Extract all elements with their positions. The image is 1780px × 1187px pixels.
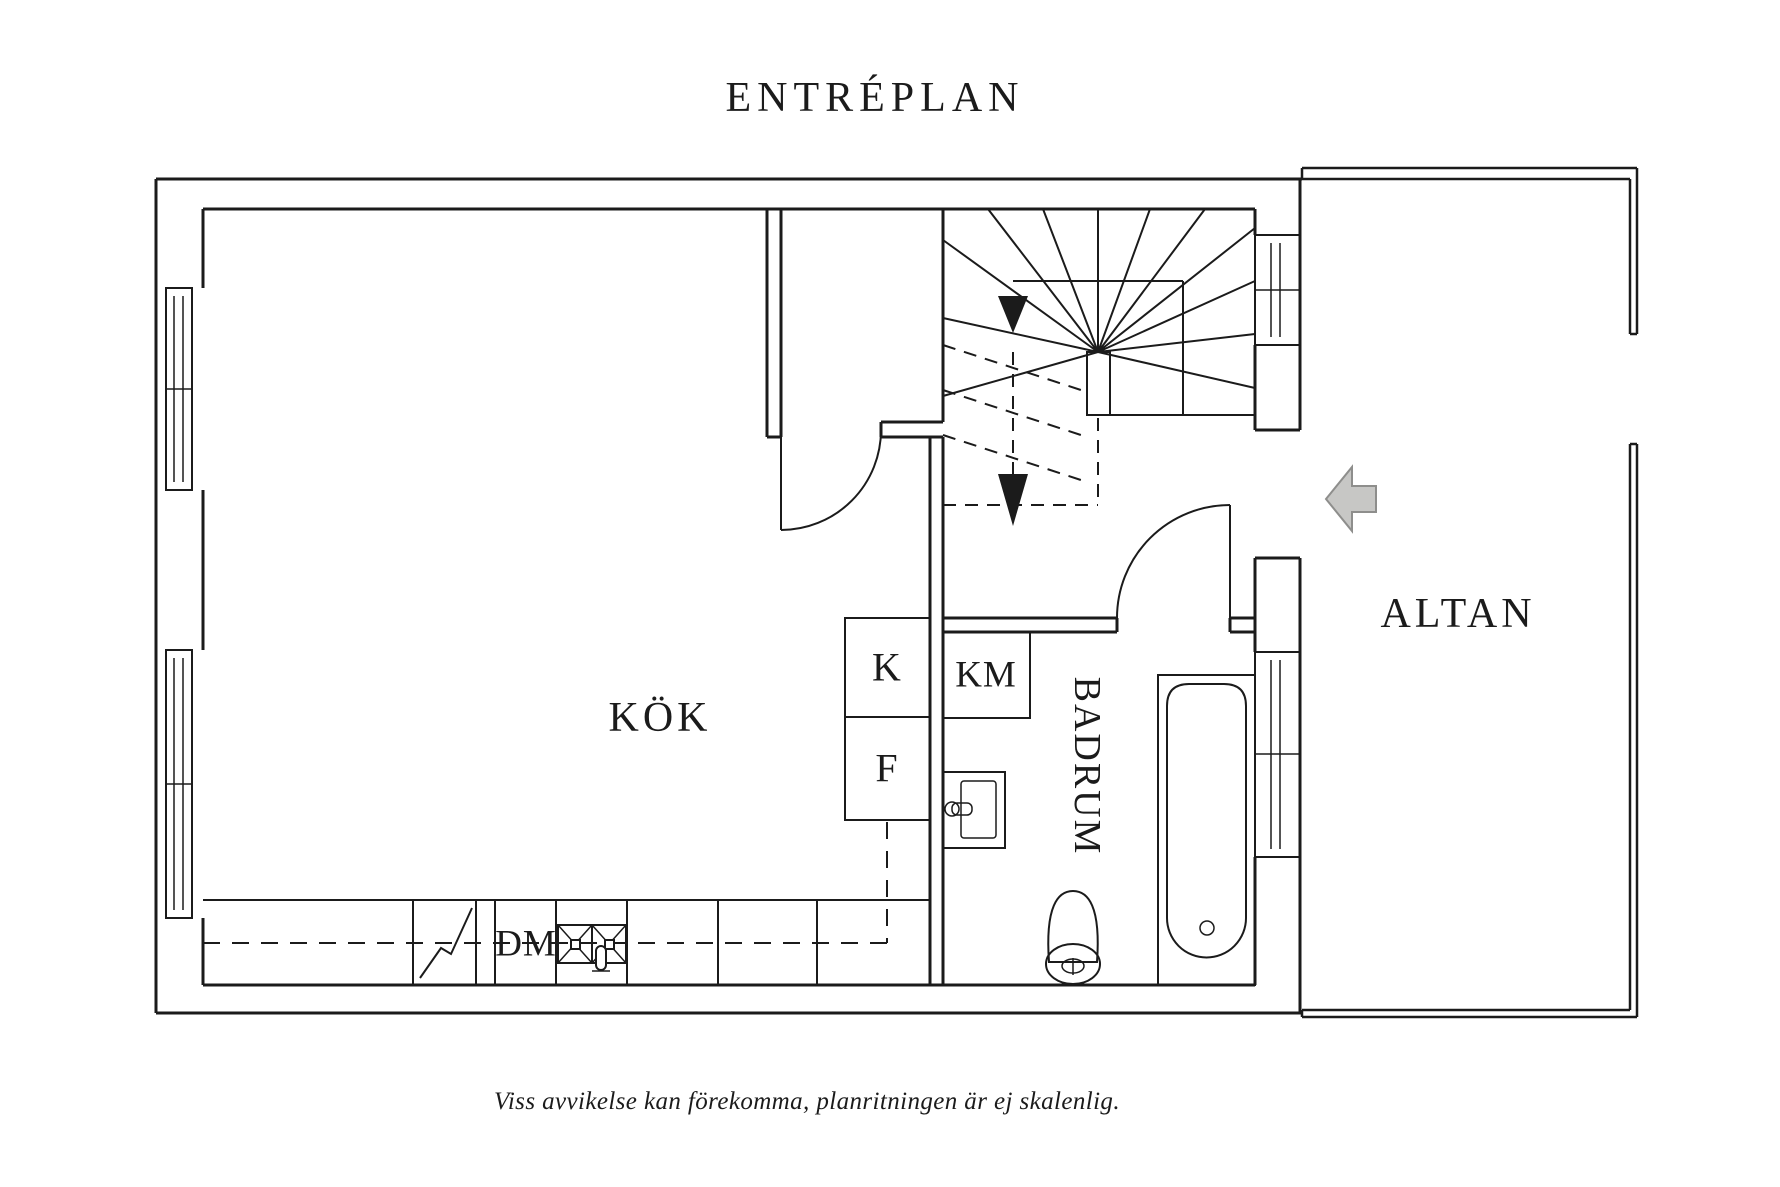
window-left-lower (165, 649, 193, 919)
terrace-railing-bottom (1300, 1008, 1637, 1019)
stair-lower-flight-dashed (942, 344, 1099, 506)
closet-door (780, 429, 882, 531)
stove-symbol-icon (419, 907, 473, 979)
stair-landing-edge (1013, 280, 1255, 416)
labels: KÖK BADRUM ALTAN K F KM DM (495, 591, 1535, 965)
washbasin-icon (942, 771, 1006, 849)
bathtub-icon (1157, 674, 1256, 986)
walls (154, 177, 1302, 1015)
kitchen-label: KÖK (609, 695, 712, 741)
kitchen-counter (203, 617, 931, 985)
terrace-railing-top (1300, 166, 1637, 181)
fridge-label: K (872, 645, 902, 690)
closet-partition-wall (765, 209, 783, 439)
terrace-label: ALTAN (1380, 591, 1535, 637)
stair-treads (942, 208, 1256, 397)
stair-newel-post (1086, 351, 1111, 416)
freezer-label: F (875, 746, 898, 791)
terrace-railing-right (1628, 168, 1639, 1017)
disclaimer-caption: Viss avvikelse kan förekomma, planritnin… (494, 1088, 1120, 1115)
toilet-icon (1045, 889, 1101, 985)
washing-machine-box (942, 631, 1031, 719)
double-sink-icon (557, 924, 627, 972)
bathroom-label: BADRUM (1066, 677, 1108, 856)
entrance-arrow-icon (1324, 464, 1377, 534)
freezer-box (844, 716, 931, 821)
doors (780, 429, 1231, 619)
bathroom-fixtures (942, 631, 1256, 986)
bathroom-door (1116, 504, 1231, 619)
staircase (942, 208, 1256, 526)
page-title: ENTRÉPLAN (725, 75, 1025, 121)
window-right-lower (1254, 651, 1301, 858)
washing-machine-label: KM (955, 655, 1017, 696)
window-left-upper (165, 287, 193, 491)
entrance-opening-jambs (1255, 428, 1300, 560)
sink-faucet-icon (595, 945, 607, 971)
hall-wall-stub (879, 420, 943, 439)
dishwasher-label: DM (495, 924, 557, 965)
bathroom-top-wall (943, 616, 1255, 634)
terrace-railing (1300, 166, 1639, 1019)
kitchen-bathroom-divider (928, 437, 945, 985)
counter-dashed-line (203, 822, 888, 944)
window-right-upper (1254, 234, 1301, 346)
stair-down-arrow-upper-icon (998, 296, 1028, 333)
stair-down-arrow-lower-icon (998, 474, 1028, 526)
